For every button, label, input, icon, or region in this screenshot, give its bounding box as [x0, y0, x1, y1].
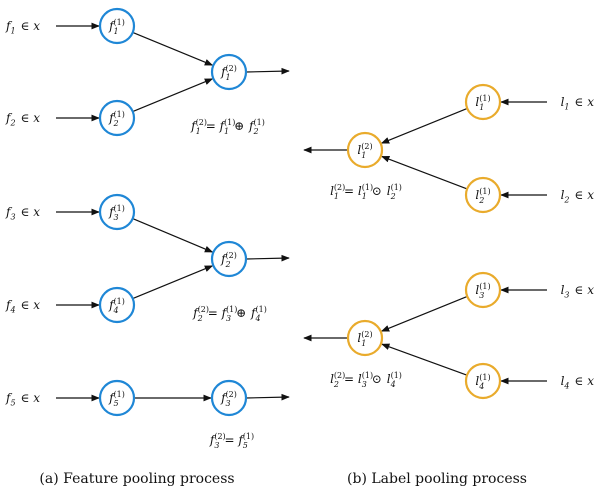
feature-input-label-5: f5 ∈ x [5, 391, 40, 408]
feature-equation-1: f(2)1 = f(1)1 ⊕ f(1)2 [190, 118, 265, 136]
feature-node-l1-label-5: f(1)5 [108, 390, 125, 408]
feature-edge-4-to-2 [132, 265, 214, 300]
feature-node-l1-3 [98, 193, 136, 231]
feature-edge-1-to-1 [132, 31, 214, 66]
label-input-label-2: l2 ∈ x [561, 188, 595, 205]
label-equation-2: l(2)2 = l(1)3 ⊙ l(1)4 [330, 371, 402, 389]
feature-node-l2-label-3: f(2)3 [220, 390, 237, 408]
feature-edge-2-to-1 [132, 78, 214, 113]
edge-layer [56, 22, 547, 402]
feature-node-l1-label-1: f(1)1 [108, 18, 125, 36]
feature-output-arrow-1 [245, 67, 290, 75]
label-edge-1-to-1 [380, 107, 468, 144]
label-input-label-3: l3 ∈ x [561, 283, 595, 300]
label-node-l1-3 [464, 271, 502, 309]
label-node-l1-label-2: l(1)2 [475, 187, 490, 205]
feature-node-l1-1 [98, 7, 136, 45]
feature-node-l1-5 [98, 379, 136, 417]
label-edge-2-to-1 [381, 155, 468, 190]
node-layer [98, 7, 502, 417]
feature-node-l2-1 [210, 53, 248, 91]
text-layer: f1 ∈ x f(1)1 f2 ∈ x f(1)2 f3 ∈ x f(1)3 f4 ∈… [5, 18, 594, 450]
feature-equation-2: f(2)2 = f(1)3 ⊕ f(1)4 [192, 305, 267, 323]
feature-node-l1-label-3: f(1)3 [108, 204, 125, 222]
feature-input-label-3: f3 ∈ x [5, 205, 40, 222]
feature-caption: (a) Feature pooling process [39, 471, 234, 487]
label-equation-1: l(2)1 = l(1)1 ⊙ l(1)2 [330, 183, 402, 201]
label-node-l1-1 [464, 83, 502, 121]
label-node-l1-label-4: l(1)4 [475, 373, 490, 391]
label-input-label-1: l1 ∈ x [561, 95, 595, 112]
feature-node-l1-2 [98, 99, 136, 137]
label-node-l2-label-2: l(2)1 [357, 330, 372, 348]
feature-node-l2-2 [210, 240, 248, 278]
label-input-label-4: l4 ∈ x [561, 374, 595, 391]
feature-node-l1-label-4: f(1)4 [108, 297, 125, 315]
feature-node-l2-label-2: f(2)2 [220, 251, 237, 269]
label-node-l1-label-1: l(1)1 [475, 94, 490, 112]
label-node-l2-2 [346, 319, 384, 357]
label-edge-3-to-2 [380, 295, 468, 332]
feature-node-l2-label-1: f(2)1 [220, 64, 237, 82]
feature-output-arrow-3 [245, 393, 290, 401]
feature-node-l1-4 [98, 286, 136, 324]
label-caption: (b) Label pooling process [347, 471, 527, 487]
feature-node-l1-label-2: f(1)2 [108, 110, 125, 128]
label-node-l2-1 [346, 131, 384, 169]
feature-edge-3-to-2 [132, 218, 214, 253]
label-node-l1-label-3: l(1)3 [475, 282, 490, 300]
feature-input-label-1: f1 ∈ x [5, 19, 40, 36]
label-node-l2-label-1: l(2)1 [357, 142, 372, 160]
feature-input-label-2: f2 ∈ x [5, 111, 40, 128]
feature-output-arrow-2 [245, 254, 290, 262]
feature-node-l2-3 [210, 379, 248, 417]
feature-input-label-4: f4 ∈ x [5, 298, 40, 315]
label-edge-4-to-2 [381, 343, 468, 376]
label-node-l1-4 [464, 362, 502, 400]
feature-equation-3: f(2)3 = f(1)5 [209, 432, 254, 450]
label-node-l1-2 [464, 176, 502, 214]
